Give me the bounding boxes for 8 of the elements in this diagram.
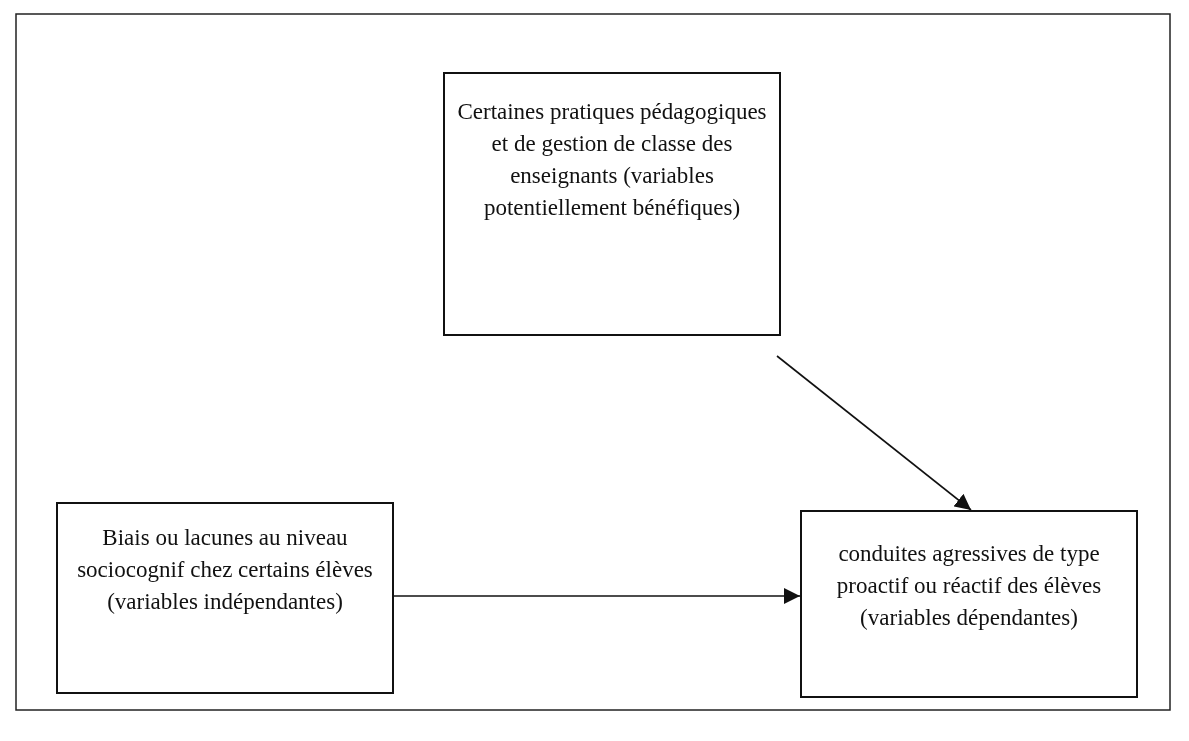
box-text: conduites agressives de type proactif ou réactif des élèves (variables dépendantes) [835,540,1103,632]
arrow [393,588,801,604]
process-box [56,502,394,694]
box-text: Certaines pratiques pédagogiques et de gestion de classe des enseignants (variables potentiellement bénéfiques) [456,98,768,222]
process-box [800,510,1138,698]
process-box [443,72,781,336]
box-text: Biais ou lacunes au niveau sociocognif chez certains élèves (variables indépendantes) [76,524,374,616]
arrow [776,355,972,511]
